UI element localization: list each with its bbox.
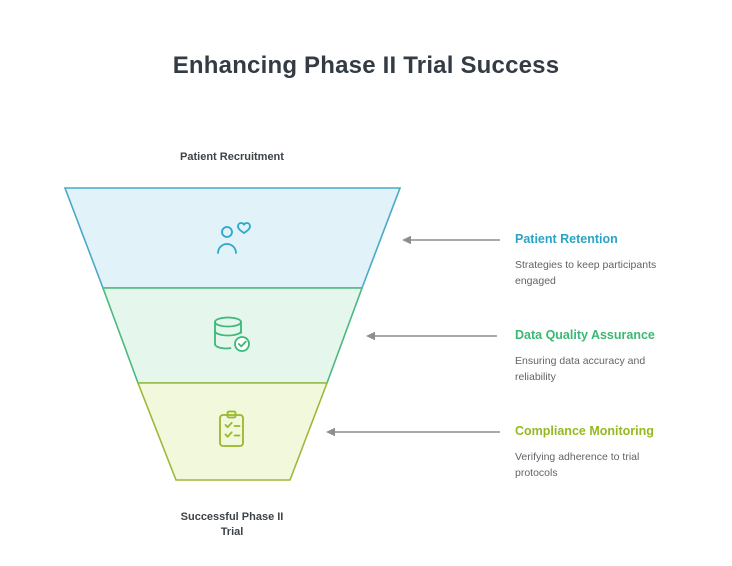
funnel-top-label: Patient Recruitment xyxy=(180,151,284,163)
arrowheads xyxy=(326,235,411,437)
annotation-patient-retention: Patient Retention Strategies to keep par… xyxy=(515,232,680,290)
annotation-heading-patient-retention: Patient Retention xyxy=(515,232,618,246)
annotation-heading-compliance: Compliance Monitoring xyxy=(515,424,654,438)
funnel-tier-compliance xyxy=(136,382,329,481)
funnel-tier-patient-retention xyxy=(63,187,402,289)
annotation-data-quality: Data Quality Assurance Ensuring data acc… xyxy=(515,328,680,386)
annotation-arrows xyxy=(334,239,500,433)
clipboard-check-icon xyxy=(219,410,244,447)
arrowhead-icon xyxy=(326,427,335,437)
page-title: Enhancing Phase II Trial Success xyxy=(172,52,560,79)
annotation-description-compliance: Verifying adherence to trial protocols xyxy=(515,451,640,479)
funnel-bottom-label: Successful Phase II Trial xyxy=(180,511,284,538)
database-check-icon xyxy=(214,316,250,352)
arrowhead-icon xyxy=(366,331,375,341)
arrowhead-icon xyxy=(402,235,411,245)
annotation-compliance: Compliance Monitoring Verifying adherenc… xyxy=(515,424,680,482)
annotation-description-patient-retention: Strategies to keep participants engaged xyxy=(515,259,657,287)
annotation-heading-data-quality: Data Quality Assurance xyxy=(515,328,655,342)
annotation-description-data-quality: Ensuring data accuracy and reliability xyxy=(515,355,646,383)
person-heart-icon xyxy=(217,222,251,254)
